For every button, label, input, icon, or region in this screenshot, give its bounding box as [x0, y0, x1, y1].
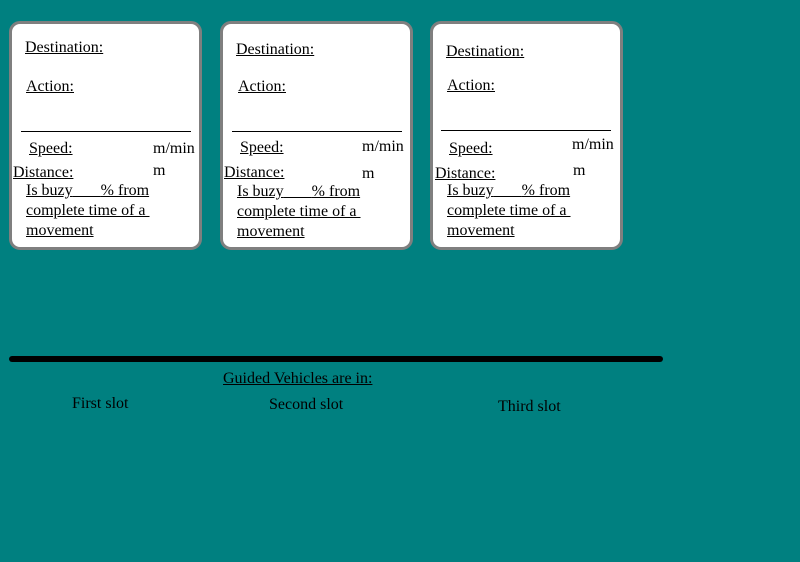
slot-label-first: First slot [72, 395, 129, 412]
busy-line-3: movement [26, 222, 94, 239]
busy-label: Is buzy [237, 183, 284, 200]
slot-label-second: Second slot [269, 396, 344, 413]
speed-unit: m/min [572, 136, 614, 153]
busy-line-2: complete time of a [26, 202, 150, 219]
busy-line-2: complete time of a [447, 202, 571, 219]
destination-label: Destination: [236, 41, 315, 58]
action-value-line [232, 131, 402, 132]
slot-label-third: Third slot [498, 398, 561, 415]
busy-line-1: Is buzy % from [26, 182, 149, 200]
destination-label: Destination: [25, 39, 104, 56]
busy-percent-label: % from [521, 182, 571, 199]
busy-percent-blank [73, 182, 101, 199]
action-label: Action: [26, 78, 74, 95]
busy-percent-blank [494, 182, 522, 199]
action-label: Action: [238, 78, 286, 95]
distance-label: Distance: [13, 164, 74, 181]
guide-track [9, 356, 663, 362]
distance-label: Distance: [224, 164, 285, 181]
busy-line-1: Is buzy % from [237, 183, 360, 201]
speed-label: Speed: [449, 140, 493, 157]
action-value-line [21, 131, 191, 132]
vehicle-card-1: Destination: Action: Speed: m/min m Dist… [9, 21, 202, 250]
speed-label: Speed: [29, 140, 73, 157]
busy-label: Is buzy [26, 182, 73, 199]
distance-unit: m [573, 162, 586, 179]
destination-label: Destination: [446, 43, 525, 60]
speed-unit: m/min [153, 140, 195, 157]
speed-label: Speed: [240, 139, 284, 156]
busy-line-2: complete time of a [237, 203, 361, 220]
action-value-line [441, 130, 611, 131]
action-label: Action: [447, 77, 495, 94]
speed-unit: m/min [362, 138, 404, 155]
busy-percent-label: % from [311, 183, 361, 200]
distance-label: Distance: [435, 165, 496, 182]
busy-line-1: Is buzy % from [447, 182, 570, 200]
track-caption: Guided Vehicles are in: [223, 370, 373, 387]
busy-line-3: movement [237, 223, 305, 240]
busy-line-3: movement [447, 222, 515, 239]
vehicle-card-3: Destination: Action: Speed: m/min m Dist… [430, 21, 623, 250]
vehicle-card-2: Destination: Action: Speed: m/min m Dist… [220, 21, 413, 250]
busy-label: Is buzy [447, 182, 494, 199]
busy-percent-blank [284, 183, 312, 200]
busy-percent-label: % from [100, 182, 150, 199]
distance-unit: m [153, 162, 166, 179]
distance-unit: m [362, 165, 375, 182]
